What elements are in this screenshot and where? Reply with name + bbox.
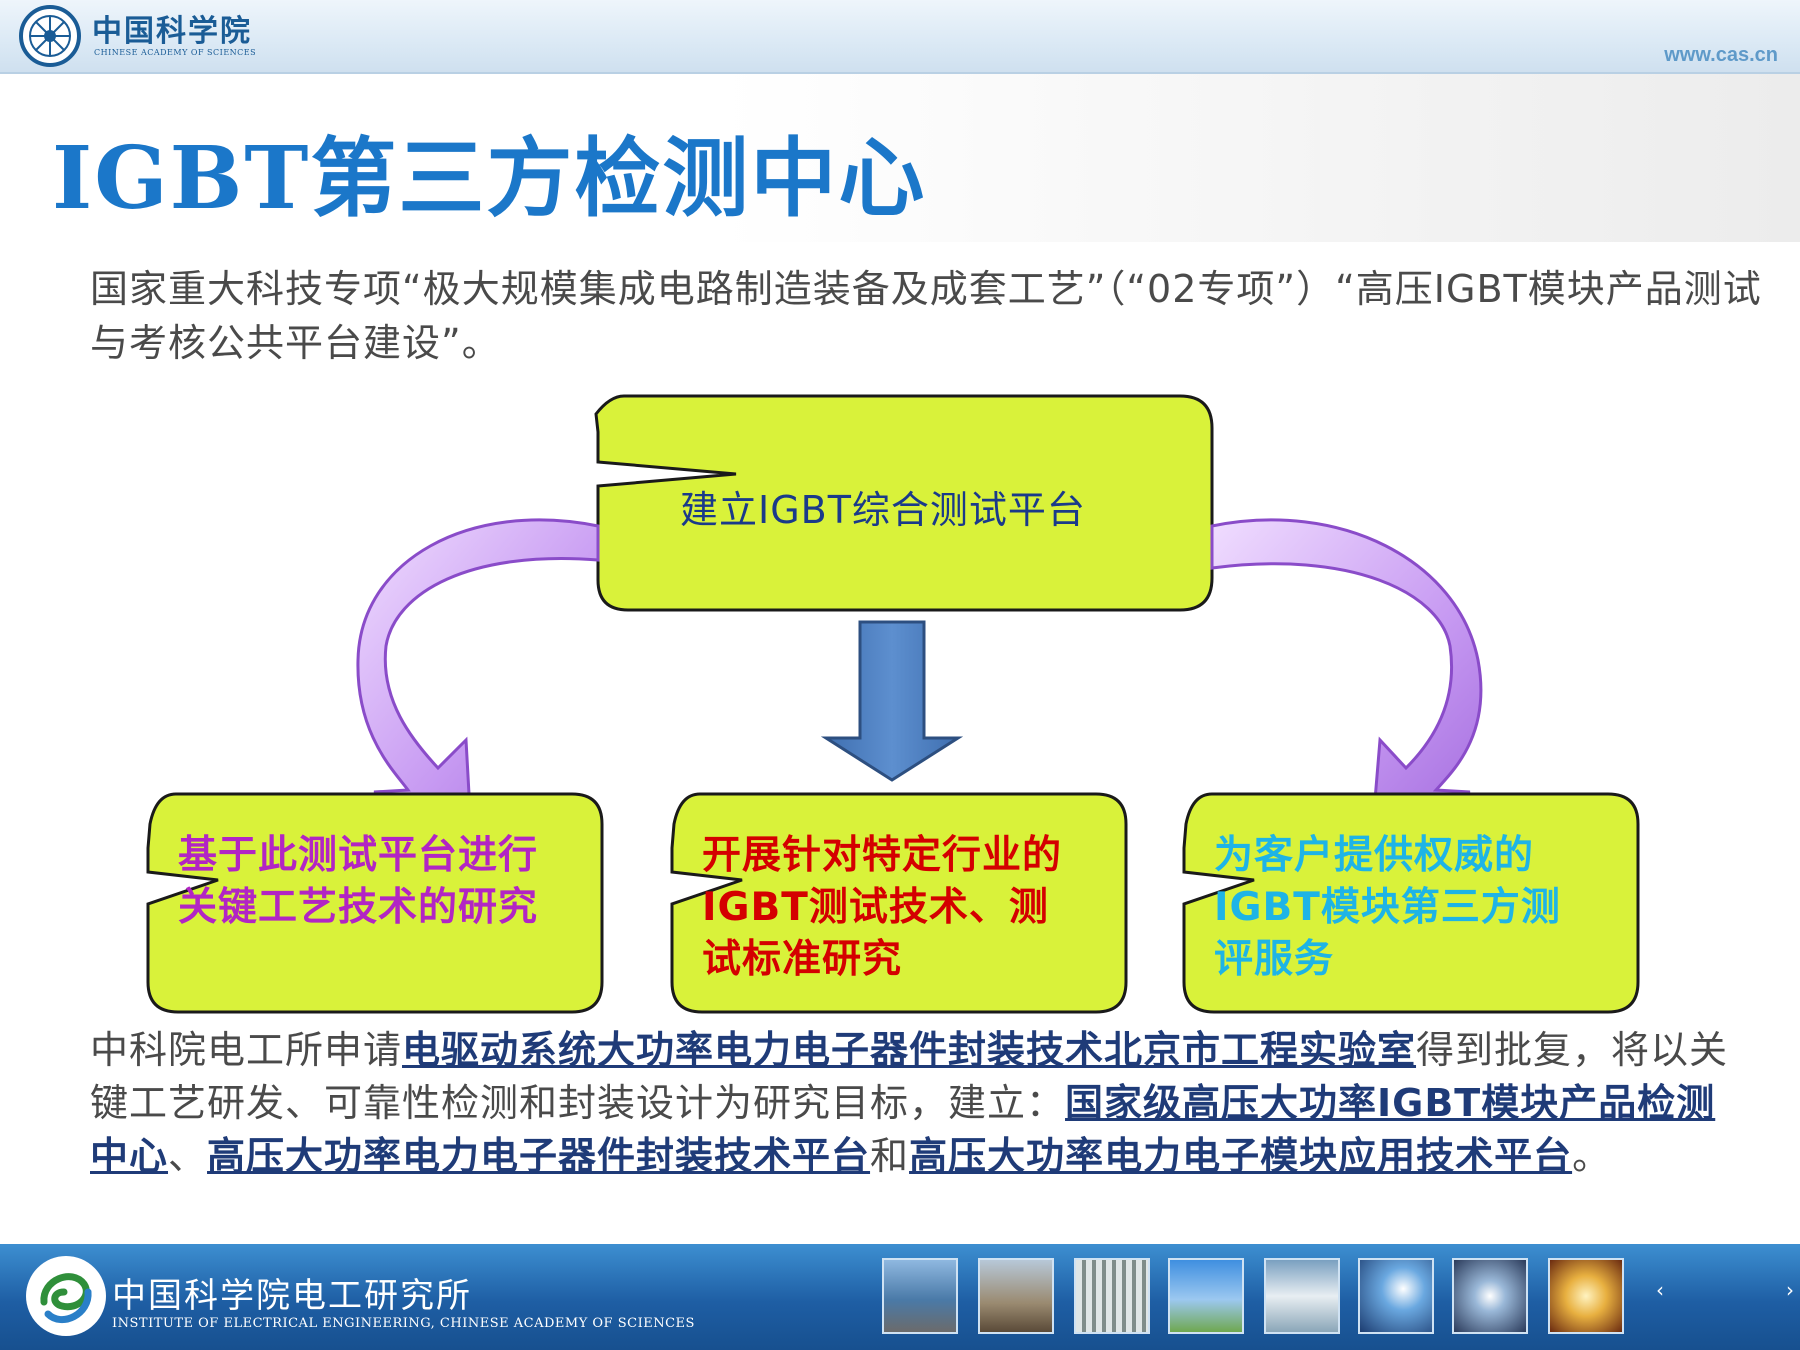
- website-link[interactable]: www.cas.cn: [1664, 44, 1778, 66]
- right-box-label: 为客户提供权威的IGBT模块第三方测评服务: [1214, 833, 1561, 982]
- slide-title: IGBT第三方检测中心: [52, 128, 927, 229]
- next-image-button[interactable]: ›: [1786, 1278, 1794, 1302]
- intro-text: 国家重大科技专项“极大规模集成电路制造装备及成套工艺”（“02专项”）“高压IG…: [90, 267, 1762, 365]
- org-name-en: CHINESE ACADEMY OF SCIENCES: [94, 48, 257, 57]
- para-part5: 。: [1572, 1134, 1612, 1178]
- institute-logo-icon: [26, 1256, 106, 1336]
- institute-name-en: INSTITUTE OF ELECTRICAL ENGINEERING, CHI…: [112, 1316, 695, 1331]
- middle-box: [670, 792, 1128, 1014]
- lab-equipment-photo-thumbnail[interactable]: [1452, 1258, 1528, 1334]
- para-link-packaging[interactable]: 高压大功率电力电子器件封装技术平台: [207, 1134, 871, 1178]
- industrial-photo-thumbnail[interactable]: [978, 1258, 1054, 1334]
- para-link-application[interactable]: 高压大功率电力电子模块应用技术平台: [909, 1134, 1573, 1178]
- top-box: [594, 394, 1214, 612]
- para-part1: 中科院电工所申请: [90, 1028, 403, 1072]
- para-link-center[interactable]: 国家级高压大功率IGBT模块产品检测中心: [90, 1081, 1716, 1178]
- para-part2: 得到批复，将以关键工艺研发、可靠性检测和封装设计为研究目标，建立：: [90, 1028, 1729, 1125]
- top-box-label: 建立IGBT综合测试平台: [680, 488, 1086, 532]
- down-arrow: [820, 620, 964, 782]
- title-band: [0, 74, 1800, 242]
- cas-logo-icon: [19, 5, 81, 67]
- right-curved-arrow: [1210, 518, 1483, 814]
- summary-paragraph: 中科院电工所申请电驱动系统大功率电力电子器件封装技术北京市工程实验室得到批复，将…: [90, 1024, 1750, 1183]
- right-box: [1182, 792, 1640, 1014]
- footer-bar: 中国科学院电工研究所 INSTITUTE OF ELECTRICAL ENGIN…: [0, 1244, 1800, 1350]
- material-photo-thumbnail[interactable]: [1548, 1258, 1624, 1334]
- para-link-lab[interactable]: 电驱动系统大功率电力电子器件封装技术北京市工程实验室: [402, 1028, 1417, 1072]
- train-photo-thumbnail[interactable]: [882, 1258, 958, 1334]
- institute-name-cn: 中国科学院电工研究所: [112, 1276, 472, 1316]
- wind-turbine-photo-thumbnail[interactable]: [1168, 1258, 1244, 1334]
- para-part3: 、: [168, 1134, 208, 1178]
- prev-image-button[interactable]: ‹: [1656, 1278, 1664, 1302]
- left-box: [146, 792, 604, 1014]
- org-name-cn: 中国科学院: [92, 14, 252, 49]
- para-part4: 和: [870, 1134, 910, 1178]
- middle-box-label: 开展针对特定行业的IGBT测试技术、测试标准研究: [702, 833, 1063, 982]
- header-bar: 中国科学院 CHINESE ACADEMY OF SCIENCES www.ca…: [0, 0, 1800, 74]
- dam-photo-thumbnail[interactable]: [1264, 1258, 1340, 1334]
- left-box-label: 基于此测试平台进行关键工艺技术的研究: [178, 833, 539, 930]
- left-curved-arrow: [356, 518, 600, 814]
- power-plant-photo-thumbnail[interactable]: [1074, 1258, 1150, 1334]
- solar-photo-thumbnail[interactable]: [1358, 1258, 1434, 1334]
